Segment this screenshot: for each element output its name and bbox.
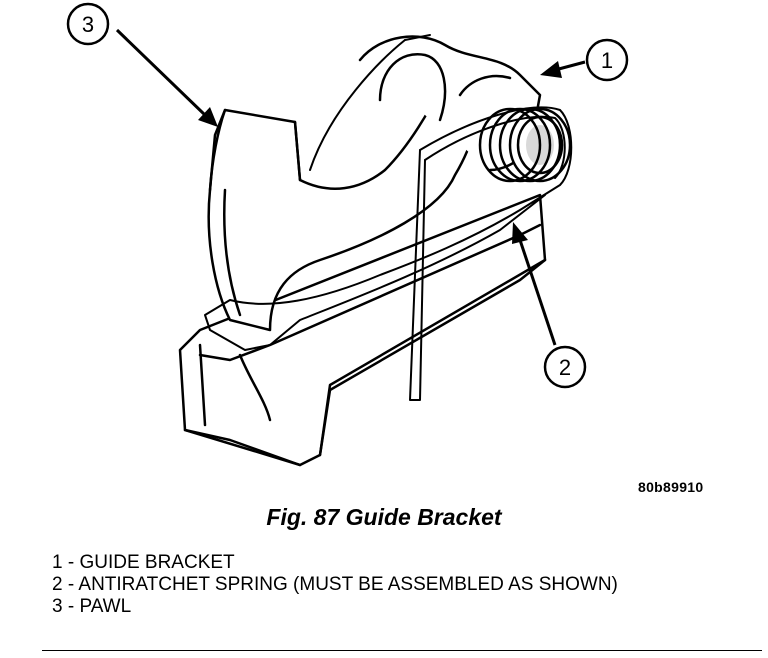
legend-item-3: 3 - PAWL (52, 596, 132, 617)
legend: 1 - GUIDE BRACKET 2 - ANTIRATCHET SPRING… (52, 552, 702, 618)
callout-3: 3 (66, 2, 110, 46)
callout-1-arrow (540, 60, 586, 78)
callout-3-arrow (115, 28, 218, 127)
legend-item-1: 1 - GUIDE BRACKET (52, 552, 235, 573)
legend-item-2: 2 - ANTIRATCHET SPRING (MUST BE ASSEMBLE… (52, 574, 618, 595)
callout-3-label: 3 (82, 12, 94, 37)
bottom-divider (42, 650, 762, 651)
figure-reference-code: 80b89910 (638, 479, 704, 495)
figure-title: Fig. 87 Guide Bracket (266, 504, 502, 530)
callout-1-label: 1 (601, 48, 613, 73)
callout-2-arrow (512, 222, 557, 346)
callout-2-label: 2 (559, 355, 571, 380)
guide-bracket-illustration: 1 2 3 (66, 2, 629, 467)
antiratchet-spring-wire (204, 34, 573, 401)
callout-2: 2 (543, 345, 587, 389)
pawl-shape (207, 78, 482, 332)
spring-coil-shape (478, 107, 572, 183)
callout-1: 1 (585, 38, 629, 82)
